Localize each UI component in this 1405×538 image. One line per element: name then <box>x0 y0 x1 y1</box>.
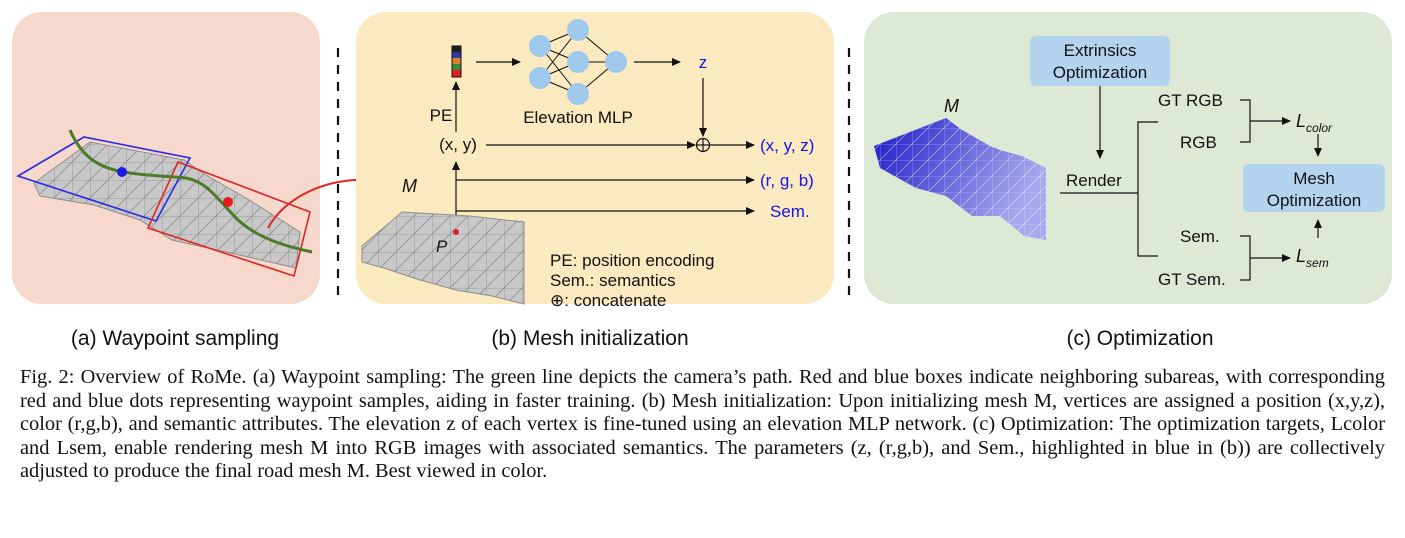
panel-c-background <box>864 12 1392 304</box>
blue-waypoint-dot <box>117 167 127 177</box>
caption-prefix: Fig. 2: <box>20 366 75 388</box>
subcaption-a: (a) Waypoint sampling <box>71 327 279 350</box>
panel-b-mesh-initialization: Elevation MLP z PE (x, y) (x, y, z) (r, … <box>356 12 834 350</box>
xy-label: (x, y) <box>439 135 477 154</box>
panel-c-optimization: M Extrinsics Optimization Render GT RGB … <box>864 12 1392 350</box>
mesh-m-label-b: M <box>402 176 417 196</box>
rgb-label: RGB <box>1180 133 1217 152</box>
rendered-mesh-c <box>874 118 1046 240</box>
subcaption-c: (c) Optimization <box>1066 327 1213 350</box>
mesh-opt-line1: Mesh <box>1293 169 1335 188</box>
z-output-label: z <box>699 53 708 72</box>
positional-encoding-bar <box>451 45 462 78</box>
red-waypoint-dot <box>223 197 233 207</box>
mlp-node <box>605 51 627 73</box>
loss-sem-label: Lsem <box>1296 246 1329 270</box>
mlp-nodes <box>529 19 627 105</box>
render-label: Render <box>1066 171 1122 190</box>
gt-sem-label: GT Sem. <box>1158 270 1226 289</box>
figure-diagram: (a) Waypoint sampling <box>12 12 1392 350</box>
extrinsics-optimization-box <box>1030 36 1170 86</box>
road-mesh-b <box>361 211 525 305</box>
rgb-output-label: (r, g, b) <box>760 171 814 190</box>
subcaption-b: (b) Mesh initialization <box>491 327 688 350</box>
red-subarea-box <box>146 160 311 278</box>
concatenate-symbol <box>695 137 711 153</box>
point-p-label: P <box>436 237 448 256</box>
render-bracket <box>1137 121 1158 257</box>
point-p-dot <box>453 229 459 235</box>
legend-sem: Sem.: semantics <box>550 271 676 290</box>
mlp-label: Elevation MLP <box>523 108 633 127</box>
caption-text: Overview of RoMe. (a) Waypoint sampling:… <box>20 366 1385 483</box>
legend-pe: PE: position encoding <box>550 251 714 270</box>
figure-caption: Fig. 2: Overview of RoMe. (a) Waypoint s… <box>20 366 1385 484</box>
legend-concat: ⊕: concatenate <box>550 291 666 310</box>
mlp-node <box>529 35 551 57</box>
mlp-node <box>567 51 589 73</box>
loss-color-label: Lcolor <box>1296 111 1333 135</box>
mesh-optimization-box <box>1243 164 1385 212</box>
camera-path-line <box>68 129 313 254</box>
mesh-opt-line2: Optimization <box>1267 191 1361 210</box>
xyz-output-label: (x, y, z) <box>760 136 814 155</box>
pe-label: PE <box>430 106 453 125</box>
mesh-m-label-c: M <box>944 96 959 116</box>
sem-output-label: Sem. <box>770 202 810 221</box>
mlp-node <box>567 19 589 41</box>
mlp-node <box>567 83 589 105</box>
mlp-node <box>529 67 551 89</box>
blue-subarea-box <box>16 136 192 222</box>
panel-a-waypoint-sampling: (a) Waypoint sampling <box>12 12 443 350</box>
gt-rgb-label: GT RGB <box>1158 91 1223 110</box>
extrinsics-line1: Extrinsics <box>1064 41 1137 60</box>
sem-label: Sem. <box>1180 227 1220 246</box>
extrinsics-line2: Optimization <box>1053 63 1147 82</box>
